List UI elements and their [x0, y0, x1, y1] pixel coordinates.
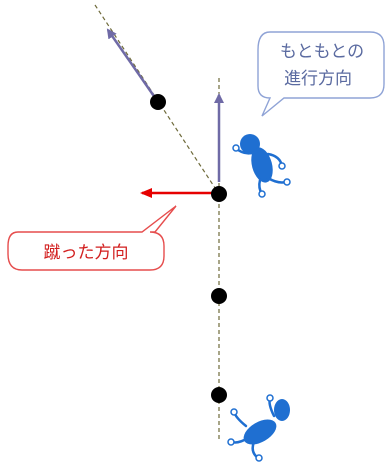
ball-position-middle: [211, 288, 227, 304]
ball-position-kick-point: [211, 186, 227, 202]
ball-position-diagonal: [150, 94, 166, 110]
original-direction-bubble: もともとの 進行方向: [257, 31, 385, 117]
running-person-icon: [232, 134, 291, 198]
ball-position-lower: [211, 387, 227, 403]
kick-direction-bubble: 蹴った方向: [7, 205, 177, 271]
original-direction-label-line2: 進行方向: [284, 69, 352, 89]
running-person-icon: [227, 394, 290, 462]
original-direction-label-line1: もともとの: [280, 42, 364, 62]
diagonal-arrow: [106, 28, 160, 103]
kick-direction-label: 蹴った方向: [44, 243, 129, 263]
